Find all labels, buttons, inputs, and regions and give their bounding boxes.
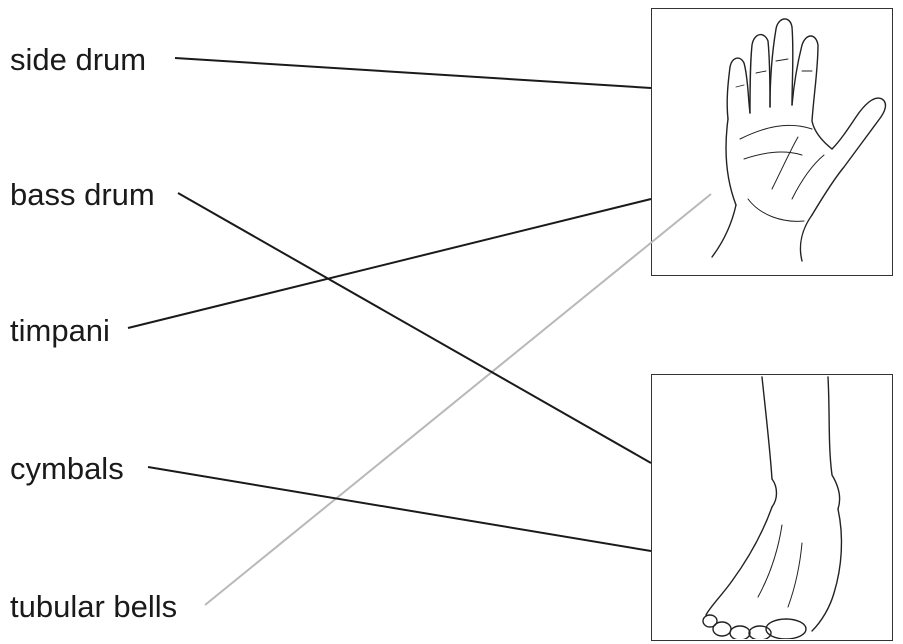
label-bass-drum: bass drum [10, 177, 155, 212]
label-side-drum: side drum [10, 42, 147, 77]
label-tubular-bells: tubular bells [10, 589, 178, 624]
line-bass-drum-foot [177, 192, 652, 464]
foot-image-box [651, 374, 893, 641]
label-timpani: timpani [10, 313, 110, 348]
line-cymbals-foot [147, 466, 652, 552]
line-timpani-hand [127, 198, 652, 329]
line-tubular-bells-hand [204, 193, 712, 606]
hand-image-box [651, 8, 893, 276]
line-side-drum-hand [174, 57, 652, 89]
hand-icon [711, 18, 887, 262]
label-cymbals: cymbals [10, 451, 124, 486]
